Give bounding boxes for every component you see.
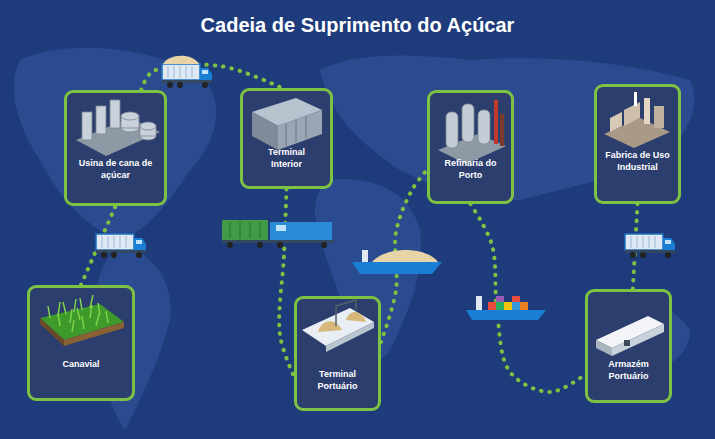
port-warehouse-icon — [596, 316, 664, 356]
box-label: Fabrica de Uso Industrial — [603, 149, 673, 173]
box-grounds — [28, 85, 680, 410]
port-terminal-icon — [302, 300, 374, 352]
dotted-connector — [141, 65, 282, 90]
process-box: Terminal Portuário — [294, 296, 381, 411]
dotted-connector — [279, 189, 294, 377]
dotted-connector — [471, 204, 586, 392]
process-box: Refinaria do Porto — [427, 90, 514, 204]
process-box: Usina de cana de açúcar — [64, 90, 167, 206]
box-label: Usina de cana de açúcar — [78, 157, 154, 181]
process-box: Armazém Portuário — [585, 289, 672, 403]
factory-icon — [604, 92, 670, 148]
box-label: Refinaria do Porto — [439, 157, 503, 181]
sugar-truck — [162, 56, 212, 88]
sugar-mill-icon — [76, 100, 160, 156]
container-ship — [466, 296, 546, 320]
container-truck — [96, 234, 146, 258]
process-box: Canavial — [27, 285, 135, 401]
box-label: Terminal Interior — [257, 146, 317, 170]
refinery-icon — [438, 100, 506, 164]
box-label: Armazém Portuário — [597, 358, 661, 382]
process-box: Terminal Interior — [240, 88, 333, 189]
bulk-ship — [352, 250, 442, 274]
box-label: Canavial — [62, 358, 99, 370]
diagram-title: Cadeia de Suprimento do Açúcar — [0, 14, 715, 37]
box-label: Terminal Portuário — [306, 368, 370, 392]
warehouse-icon — [252, 98, 322, 150]
container-truck — [625, 234, 675, 258]
cane-field-icon — [40, 295, 124, 346]
train — [222, 220, 334, 248]
process-box: Fabrica de Uso Industrial — [594, 84, 681, 204]
